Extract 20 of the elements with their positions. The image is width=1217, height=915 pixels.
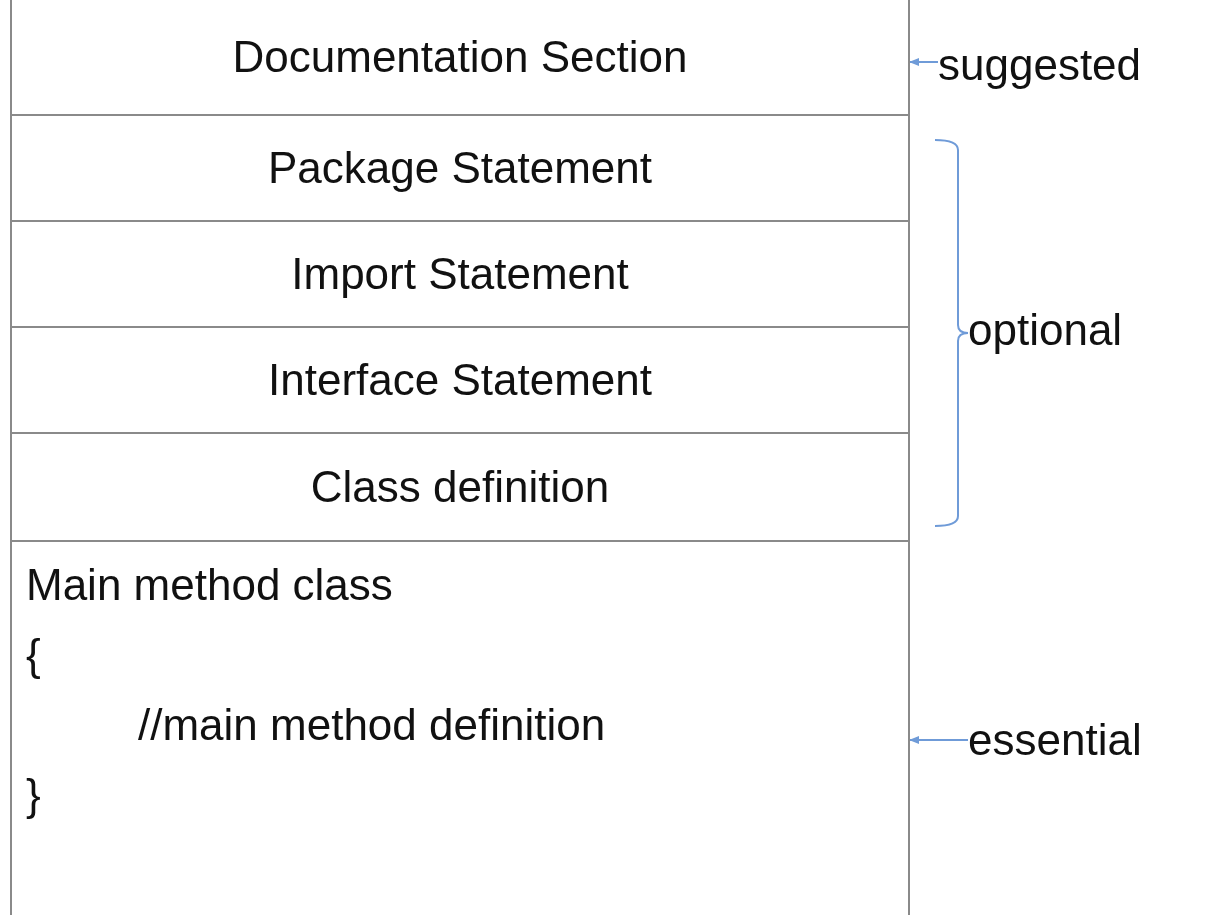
code-line: //main method definition — [137, 699, 607, 751]
section-title: Class definition — [310, 462, 610, 512]
code-line: Main method class — [26, 559, 394, 611]
arrow — [909, 736, 969, 744]
section-cell — [10, 542, 910, 915]
section-row — [10, 222, 910, 328]
annotation-text: optional — [968, 305, 1123, 355]
annotation-text: essential — [968, 715, 1142, 765]
section-title: Documentation Section — [232, 32, 688, 82]
section-title: Interface Statement — [268, 355, 652, 405]
section-title: Import Statement — [291, 249, 629, 299]
arrow — [909, 58, 939, 66]
code-line: { — [26, 629, 42, 681]
annotation-text: suggested — [938, 40, 1142, 90]
section-row — [10, 328, 910, 434]
section-row — [10, 434, 910, 542]
section-title: Package Statement — [268, 143, 652, 193]
code-line: } — [26, 769, 42, 821]
section-row — [10, 0, 910, 116]
section-row — [10, 116, 910, 222]
